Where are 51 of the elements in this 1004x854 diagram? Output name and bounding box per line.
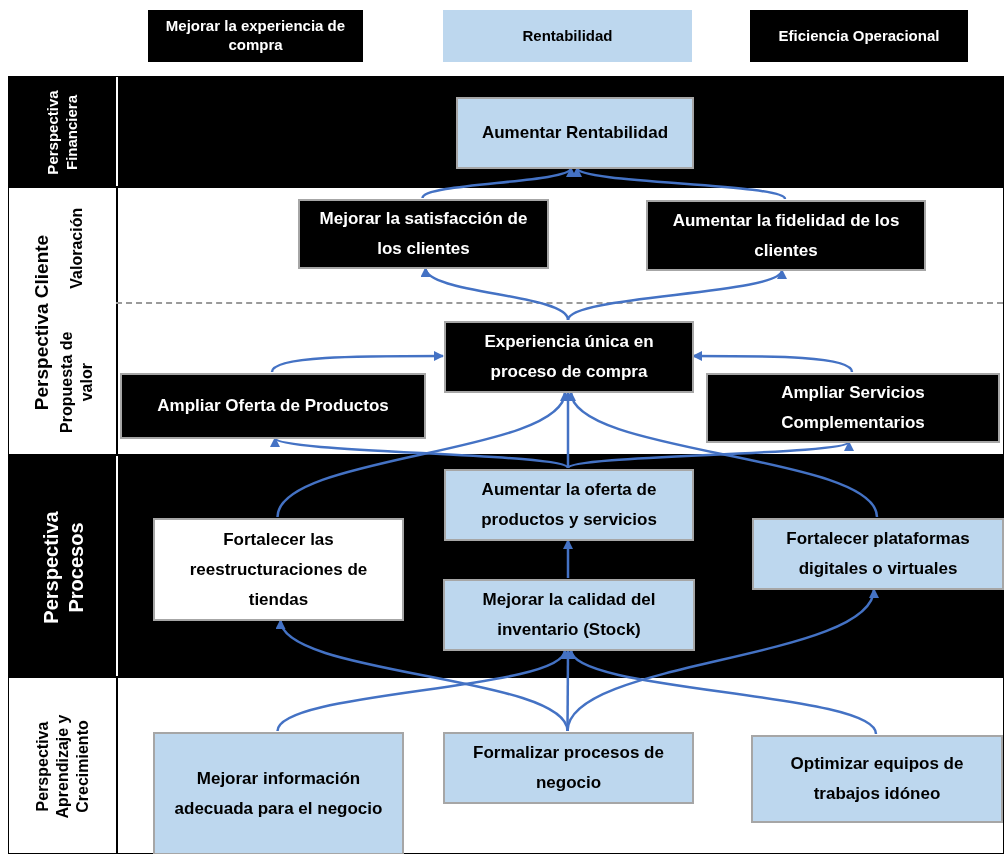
objective-text: Optimizar equipos de trabajos idóneo bbox=[789, 753, 965, 805]
theme-label: Rentabilidad bbox=[522, 26, 613, 46]
objective-text: Formalizar procesos de negocio bbox=[472, 742, 665, 794]
objective-box bbox=[153, 732, 404, 854]
band-subtitle: Propuesta de valor bbox=[56, 330, 96, 435]
arrow bbox=[569, 649, 878, 735]
arrow bbox=[279, 619, 569, 732]
theme-label: Mejorar la experiencia de compra bbox=[164, 17, 347, 55]
perspective-band bbox=[8, 677, 1004, 854]
theme-label: Eficiencia Operacional bbox=[778, 26, 940, 46]
theme-box bbox=[750, 10, 968, 62]
band-subtitle: Valoración bbox=[66, 207, 86, 289]
objective-text: Aumentar la oferta de productos y servicios bbox=[480, 479, 658, 531]
band-title: Perspectiva Aprendizaje y Crecimiento bbox=[32, 713, 92, 821]
objective-text: Mejorar información adecuada para el negocio bbox=[173, 767, 384, 820]
objective-text: Experiencia única en proceso de compra bbox=[483, 331, 655, 383]
objective-text: Mejorar la satisfacción de los clientes bbox=[318, 208, 529, 260]
arrow bbox=[563, 539, 573, 578]
objective-box bbox=[120, 373, 426, 439]
objective-box bbox=[456, 97, 694, 169]
objective-box bbox=[153, 518, 404, 621]
perspective-band bbox=[8, 187, 1004, 455]
objective-text: Fortalecer las reestructuraciones de tiendas bbox=[188, 528, 369, 611]
objective-box bbox=[443, 579, 695, 651]
objective-box bbox=[751, 735, 1003, 823]
arrow bbox=[692, 351, 854, 373]
objective-text: Aumentar Rentabilidad bbox=[481, 122, 669, 144]
band-title: Perspectiva Financiera bbox=[43, 89, 81, 177]
objective-box bbox=[752, 518, 1004, 590]
objective-text: Fortalecer plataformas digitales o virtuales bbox=[785, 528, 971, 580]
arrow bbox=[276, 649, 567, 732]
objective-box bbox=[443, 732, 694, 804]
perspective-band bbox=[8, 455, 1004, 677]
band-title: Perspectiva Cliente bbox=[28, 234, 53, 410]
objective-text: Ampliar Oferta de Productos bbox=[157, 395, 389, 417]
arrow bbox=[270, 351, 444, 373]
arrow bbox=[566, 588, 876, 732]
objective-box bbox=[298, 199, 549, 269]
objective-box bbox=[646, 200, 926, 271]
objective-text: Ampliar Servicios Complementarios bbox=[780, 382, 926, 434]
objective-box bbox=[444, 321, 694, 393]
perspective-band bbox=[8, 76, 1004, 187]
band-title: Perspectiva Procesos bbox=[37, 509, 87, 626]
arrow bbox=[424, 267, 570, 321]
objective-text: Mejorar la calidad del inventario (Stock) bbox=[481, 589, 657, 641]
objective-box bbox=[706, 373, 1000, 443]
theme-box bbox=[148, 10, 363, 62]
objective-text: Aumentar la fidelidad de los clientes bbox=[671, 209, 901, 262]
objective-box bbox=[444, 469, 694, 541]
arrow bbox=[421, 167, 572, 199]
theme-box bbox=[443, 10, 692, 62]
